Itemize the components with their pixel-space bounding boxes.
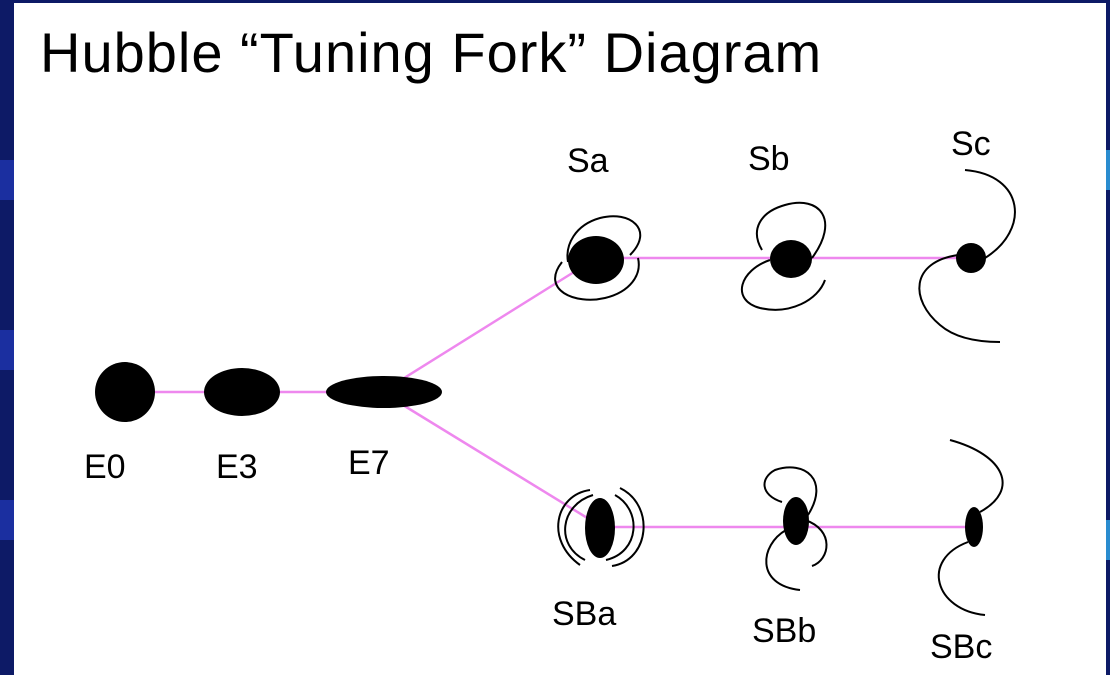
galaxy-sa — [554, 215, 642, 301]
diagram-panel — [14, 3, 1106, 675]
background-stripe — [0, 330, 14, 370]
label-sc: Sc — [951, 125, 991, 163]
label-sbc: SBc — [930, 628, 992, 666]
diagram-title: Hubble “Tuning Fork” Diagram — [40, 21, 823, 84]
galaxy-sba — [557, 487, 645, 567]
label-e0: E0 — [84, 448, 126, 486]
label-sba: SBa — [552, 595, 616, 633]
label-e3: E3 — [216, 448, 258, 486]
label-sa: Sa — [567, 142, 609, 180]
background-stripe — [0, 160, 14, 200]
galaxy-sbc — [937, 439, 1004, 616]
galaxy-e7 — [326, 376, 442, 408]
galaxy-e3 — [204, 368, 280, 416]
background-stripe — [0, 500, 14, 540]
galaxy-e0 — [95, 362, 155, 422]
label-sbb: SBb — [752, 612, 816, 650]
label-sb: Sb — [748, 140, 790, 178]
fork-lower-branch — [384, 392, 603, 529]
galaxy-sb — [740, 201, 827, 311]
galaxy-sc — [918, 169, 1016, 343]
fork-upper-branch — [384, 260, 591, 392]
label-e7: E7 — [348, 444, 390, 482]
galaxy-sbb — [763, 466, 828, 591]
